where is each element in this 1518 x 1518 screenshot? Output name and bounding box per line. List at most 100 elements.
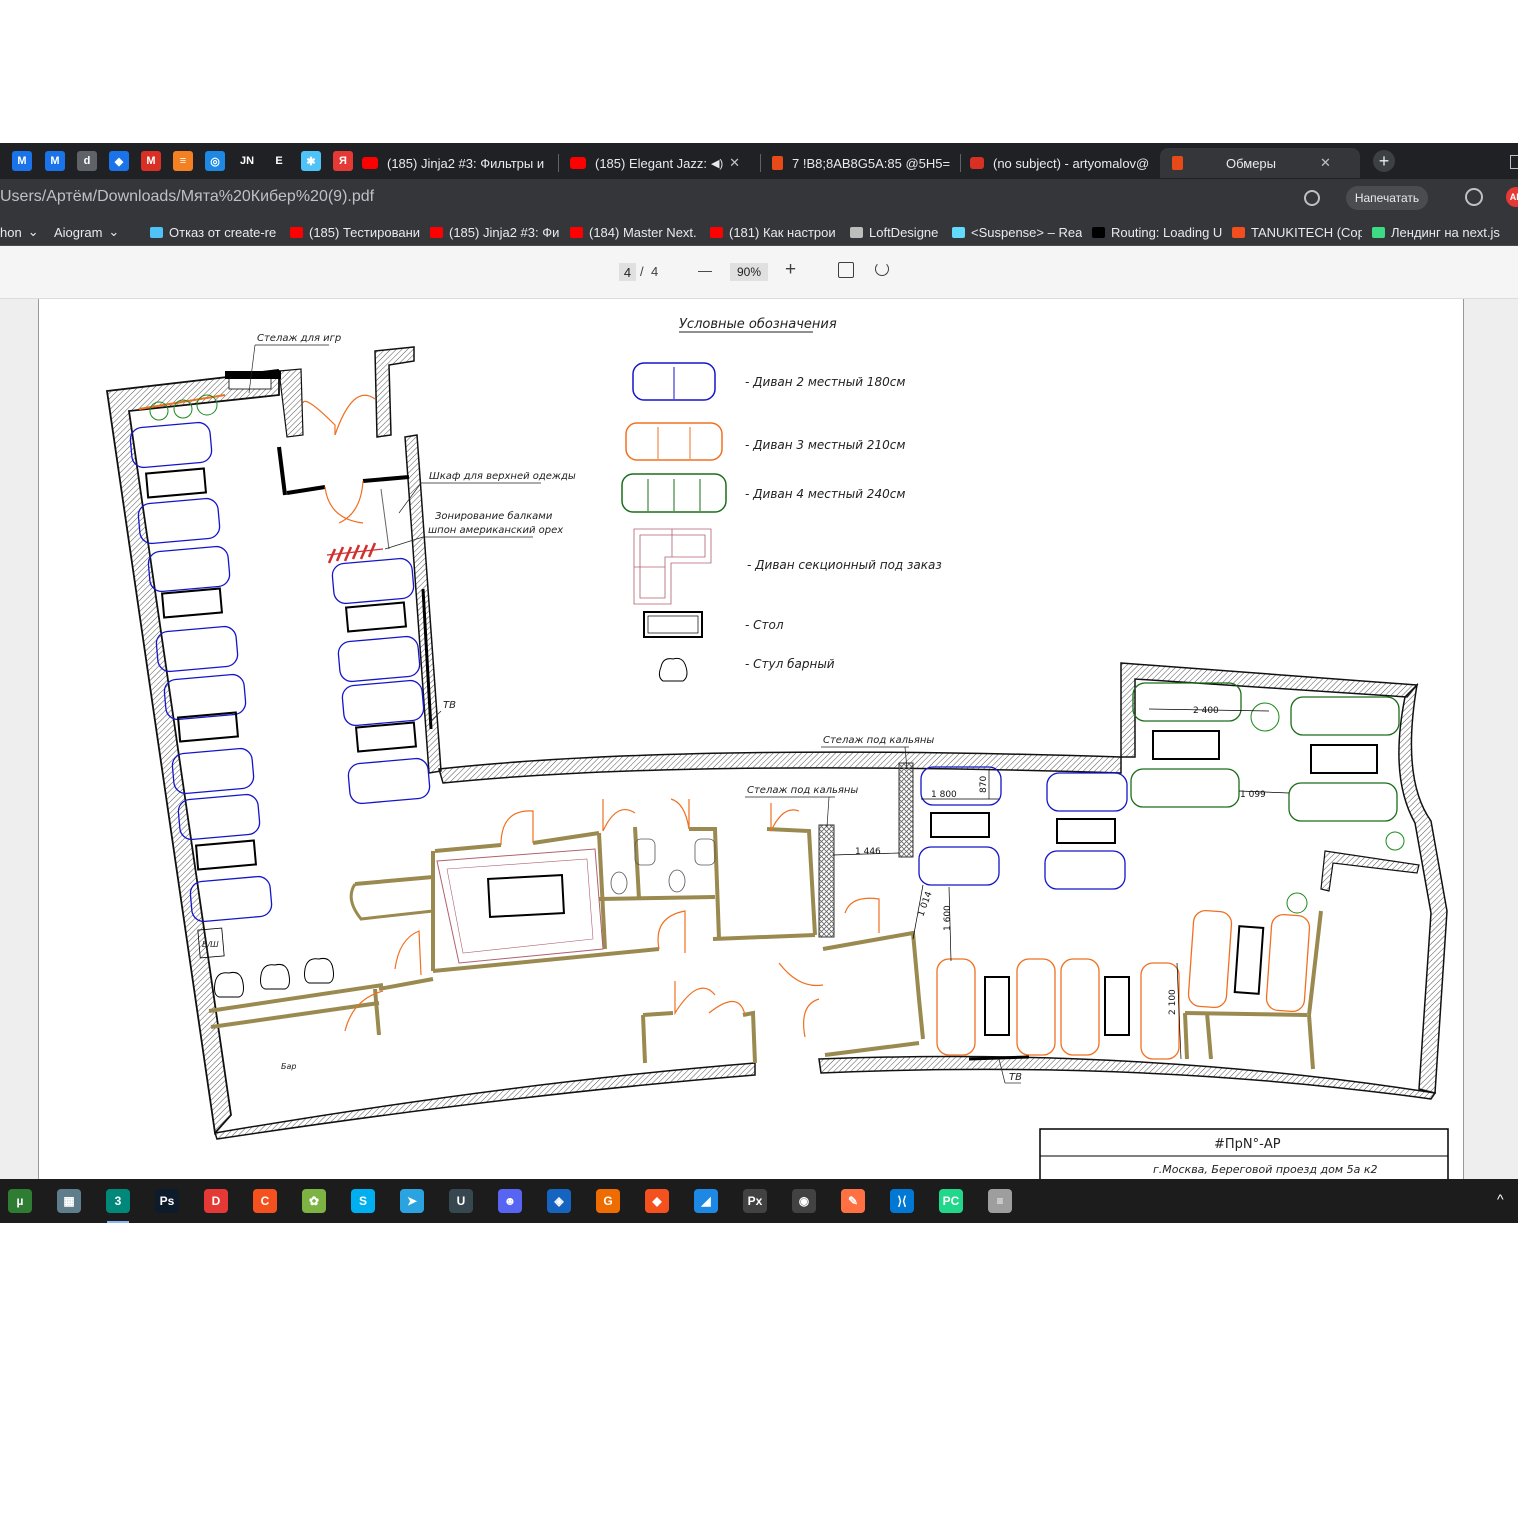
utorrent-icon[interactable]: µ [8, 1189, 32, 1213]
zoning-beams [326, 542, 384, 564]
rotate-icon[interactable] [875, 262, 889, 276]
bookmark-item[interactable]: (185) Jinja2 #3: Фи [430, 223, 560, 241]
svg-text:ТВ: ТВ [1009, 1072, 1022, 1083]
svg-text:Стелаж для игр: Стелаж для игр [257, 333, 341, 344]
print-button[interactable]: Напечатать [1346, 186, 1428, 210]
skype-icon[interactable]: S [351, 1189, 375, 1213]
chevron-down-icon: ⌄ [108, 224, 120, 239]
tab-gmail[interactable]: (no subject) - artyomalov@ [970, 148, 1152, 178]
legend-text: - Диван 2 местный 180см [745, 375, 905, 389]
tab-title: (185) Jinja2 #3: Фильтры и [387, 155, 545, 171]
legend-title: Условные обозначения [679, 317, 837, 332]
svg-text:#ПрN°-АР: #ПрN°-АР [1214, 1137, 1281, 1152]
database-icon[interactable]: ≡ [988, 1189, 1012, 1213]
tray-chevron-icon[interactable]: ^ [1497, 1191, 1504, 1207]
tab-jinja[interactable]: (185) Jinja2 #3: Фильтры и [362, 148, 548, 178]
bookmark-item[interactable]: Лендинг на next.js [1372, 223, 1512, 241]
svg-text:Стелаж под кальяны: Стелаж под кальяны [823, 735, 934, 746]
bookmark-favicon-icon [570, 226, 583, 238]
close-tab-icon[interactable]: ✕ [729, 155, 741, 170]
zoom-level-input[interactable]: 90% [730, 263, 768, 281]
stackoverflow-icon[interactable]: ≡ [173, 151, 193, 171]
px-icon[interactable]: Px [743, 1189, 767, 1213]
bookmark-favicon-icon [290, 226, 303, 238]
gmail-m-icon[interactable]: M [45, 151, 65, 171]
g-icon[interactable]: G [596, 1189, 620, 1213]
bookmark-item[interactable]: Aiogram⌄ [54, 223, 138, 241]
legend-sectional-sofa [633, 528, 712, 605]
d-app-icon[interactable]: d [77, 151, 97, 171]
3dsmax-icon[interactable]: 3 [106, 1189, 130, 1213]
bookmark-favicon-icon [710, 226, 723, 238]
paint-icon[interactable]: ✿ [302, 1189, 326, 1213]
zoom-in-button[interactable]: + [785, 259, 797, 280]
svg-text:шпон американский орех: шпон американский орех [428, 525, 563, 536]
diamond-icon[interactable]: ◆ [109, 151, 129, 171]
git-icon[interactable]: ◆ [645, 1189, 669, 1213]
exterior-walls [105, 346, 1448, 1140]
ccleaner-icon[interactable]: C [253, 1189, 277, 1213]
pycharm-icon[interactable]: PC [939, 1189, 963, 1213]
left-hall-furniture [129, 421, 431, 998]
legend-table [643, 611, 703, 638]
globe-icon[interactable]: ◎ [205, 151, 225, 171]
lightshot-icon[interactable]: ◢ [694, 1189, 718, 1213]
translate-globe-icon[interactable] [1465, 188, 1483, 206]
bookmark-favicon-icon [1372, 226, 1385, 238]
bookmarks-bar: hon⌄ Aiogram⌄ Отказ от create-re (185) Тест… [0, 217, 1518, 246]
bookmark-item[interactable]: TANUKITECH (Cop [1232, 223, 1362, 241]
dimension-label: 1 800 [931, 790, 957, 800]
tab-obmery[interactable]: Обмеры ✕ [1160, 148, 1360, 178]
telegram-icon[interactable]: ➤ [400, 1189, 424, 1213]
svg-text:ТВ: ТВ [443, 700, 456, 711]
bookmark-label: (184) Master Next. [589, 224, 697, 240]
os-taskbar: µ ▦ 3 Ps D C ✿ S ➤ U ☻ ◈ G ◆ ◢ Px ◉ ✎ ⟩⟨ PC ≡ ^ [0, 1179, 1518, 1223]
gmail-icon[interactable]: M [141, 151, 161, 171]
upwork-icon[interactable]: U [449, 1189, 473, 1213]
game-shelf-black [225, 371, 281, 379]
bookmark-item[interactable]: <Suspense> – Rea [952, 223, 1082, 241]
bookmark-item[interactable]: LoftDesigne [850, 223, 942, 241]
yandex-icon[interactable]: Я [333, 151, 353, 171]
window-icon[interactable] [1510, 155, 1518, 169]
gear-icon[interactable]: ✱ [301, 151, 321, 171]
brave-icon[interactable]: ✎ [841, 1189, 865, 1213]
url-input[interactable]: Users/Артём/Downloads/Мята%20Кибер%20(9)… [0, 188, 375, 205]
bookmark-item[interactable]: (185) Тестировани [290, 223, 420, 241]
legend-sofa-4 [621, 473, 727, 513]
bookmark-item[interactable]: hon⌄ [0, 223, 42, 241]
page-number-input[interactable]: 4 [619, 263, 636, 281]
svg-text:Шкаф для верхней одежды: Шкаф для верхней одежды [429, 471, 576, 482]
bookmark-favicon-icon [430, 226, 443, 238]
zoom-out-button[interactable]: — [698, 262, 712, 278]
bookmark-item[interactable]: Routing: Loading U [1092, 223, 1222, 241]
tv-bottom [968, 1055, 1030, 1061]
profile-avatar[interactable]: AE [1506, 187, 1518, 207]
bookmark-item[interactable]: (184) Master Next. [570, 223, 698, 241]
tab-pdf-encoded[interactable]: 7 !B8;8AB8G5A:85 @5H5=8 [772, 148, 950, 178]
new-tab-button[interactable]: + [1373, 150, 1395, 172]
obs-icon[interactable]: ◉ [792, 1189, 816, 1213]
bookmark-item[interactable]: Отказ от create-re [150, 223, 280, 241]
jn-icon[interactable]: JN [237, 151, 257, 171]
discord-icon[interactable]: ☻ [498, 1189, 522, 1213]
speaker-icon[interactable]: ◀) [711, 157, 724, 170]
photoshop-icon[interactable]: Ps [155, 1189, 179, 1213]
tab-elegant-jazz[interactable]: (185) Elegant Jazz: Re ◀) ✕ [570, 148, 752, 178]
gmail-m-icon[interactable]: M [12, 151, 32, 171]
bookmark-favicon-icon [1092, 226, 1105, 238]
vscode-icon[interactable]: ⟩⟨ [890, 1189, 914, 1213]
calculator-icon[interactable]: ▦ [57, 1189, 81, 1213]
sketchup-icon[interactable]: ◈ [547, 1189, 571, 1213]
bookmark-item[interactable]: (181) Как настрои [710, 223, 840, 241]
fit-page-icon[interactable] [838, 262, 854, 278]
close-tab-icon[interactable]: ✕ [1320, 155, 1331, 170]
search-icon[interactable] [1304, 190, 1320, 206]
d-icon[interactable]: D [204, 1189, 228, 1213]
pdf-viewport[interactable]: Условные обозначения - Диван 2 местный 1… [0, 299, 1518, 1179]
active-app-indicator [107, 1221, 129, 1223]
youtube-icon [362, 157, 378, 169]
doors [138, 394, 880, 1038]
dimension-label: 870 [979, 776, 989, 793]
e-icon[interactable]: E [269, 151, 289, 171]
